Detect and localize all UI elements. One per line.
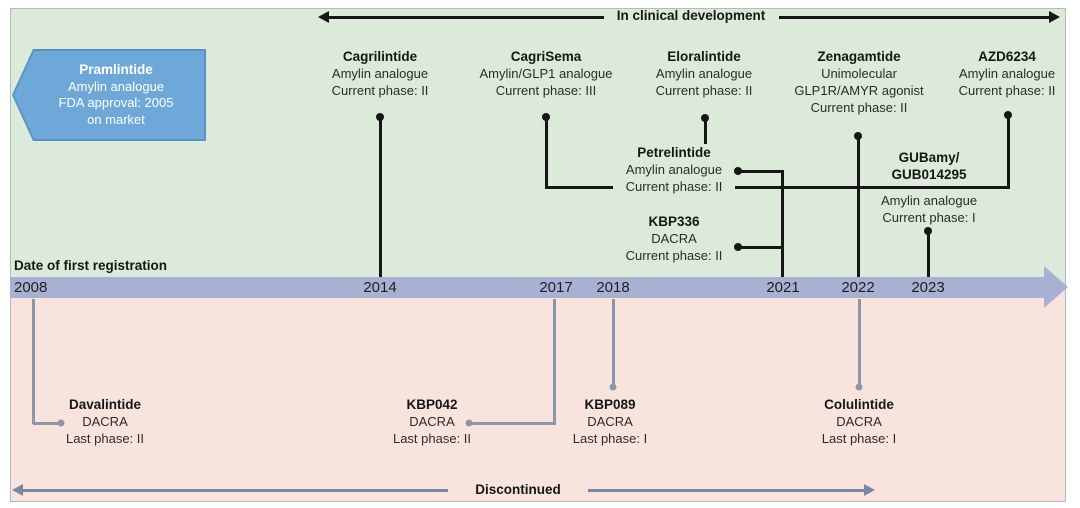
- connector-davalintide-vertical: [31, 299, 35, 424]
- connector-dot-davalintide: [57, 419, 65, 427]
- drug-label-zenagamtide: Zenagamtide Unimolecular GLP1R/AMYR agon…: [794, 49, 924, 115]
- pramlintide-badge: Pramlintide Amylin analogue FDA approval…: [12, 49, 206, 141]
- discontinued-arrow-line-right: [588, 489, 864, 492]
- year-label-2023: 2023: [911, 279, 945, 296]
- connector-petrelintide: [738, 169, 783, 173]
- pramlintide-badge-fill: Pramlintide Amylin analogue FDA approval…: [14, 51, 204, 139]
- connector-kbp042-horizontal: [472, 421, 556, 425]
- year-label-2008: 2008: [14, 279, 48, 296]
- year-label-2017: 2017: [539, 279, 573, 296]
- drug-label-kbp336: KBP336 DACRA Current phase: II: [625, 214, 723, 263]
- pramlintide-status: on market: [87, 111, 145, 127]
- connector-kbp336: [738, 245, 782, 249]
- connector-kbp089: [611, 299, 615, 384]
- arrow-right-icon: [1049, 11, 1060, 23]
- connector-davalintide-horizontal: [33, 421, 59, 425]
- connector-riser-2021: [780, 170, 784, 279]
- connector-gubamy: [926, 231, 930, 279]
- timeline-bar: [10, 277, 1044, 298]
- discontinued-arrow-right-icon: [864, 484, 875, 496]
- connector-zenagamtide: [856, 136, 860, 279]
- connector-azd6234: [1006, 115, 1010, 188]
- clinical-arrow-label: In clinical development: [616, 8, 766, 23]
- year-label-2022: 2022: [841, 279, 875, 296]
- connector-eloralintide: [703, 118, 707, 144]
- drug-label-gubamy: GUBamy/ GUB014295 Amylin analogue Curren…: [880, 150, 978, 225]
- connector-kbp042-vertical: [553, 299, 556, 424]
- drug-label-azd6234: AZD6234 Amylin analogue Current phase: I…: [958, 49, 1056, 98]
- drug-label-kbp042: KBP042 DACRA Last phase: II: [392, 397, 472, 446]
- connector-colulintide: [857, 299, 861, 384]
- axis-title: Date of first registration: [14, 258, 168, 273]
- pramlintide-name: Pramlintide: [79, 62, 153, 77]
- year-label-2021: 2021: [766, 279, 800, 296]
- timeline-arrowhead-icon: [1044, 266, 1068, 308]
- clinical-arrow-line-right: [779, 15, 1050, 19]
- drug-label-colulintide: Colulintide DACRA Last phase: I: [821, 397, 897, 446]
- year-label-2018: 2018: [596, 279, 630, 296]
- discontinued-arrow-line-left: [22, 489, 448, 492]
- drug-label-kbp089: KBP089 DACRA Last phase: I: [572, 397, 648, 446]
- pramlintide-class: Amylin analogue: [67, 78, 165, 94]
- connector-cagrisema-horizontal: [546, 185, 613, 189]
- clinical-arrow-line-left: [327, 15, 604, 19]
- connector-cagrisema-vertical: [544, 117, 548, 189]
- drug-label-davalintide: Davalintide DACRA Last phase: II: [65, 397, 145, 446]
- year-label-2014: 2014: [363, 279, 397, 296]
- drug-label-cagrilintide: Cagrilintide Amylin analogue Current pha…: [331, 49, 429, 98]
- discontinued-arrow-left-icon: [12, 484, 23, 496]
- connector-dot-kbp042: [465, 419, 473, 427]
- arrow-left-icon: [318, 11, 329, 23]
- drug-label-eloralintide: Eloralintide Amylin analogue Current pha…: [655, 49, 753, 98]
- pramlintide-approval: FDA approval: 2005: [58, 95, 174, 110]
- discontinued-panel: [10, 288, 1066, 502]
- connector-long-horizontal: [735, 185, 1010, 189]
- connector-dot-kbp089: [609, 383, 617, 391]
- discontinued-arrow-label: Discontinued: [475, 482, 561, 497]
- drug-label-petrelintide: Petrelintide Amylin analogue Current pha…: [625, 145, 723, 194]
- connector-dot-colulintide: [855, 383, 863, 391]
- connector-cagrilintide: [378, 117, 382, 279]
- drug-label-cagrisema: CagriSema Amylin/GLP1 analogue Current p…: [479, 49, 613, 98]
